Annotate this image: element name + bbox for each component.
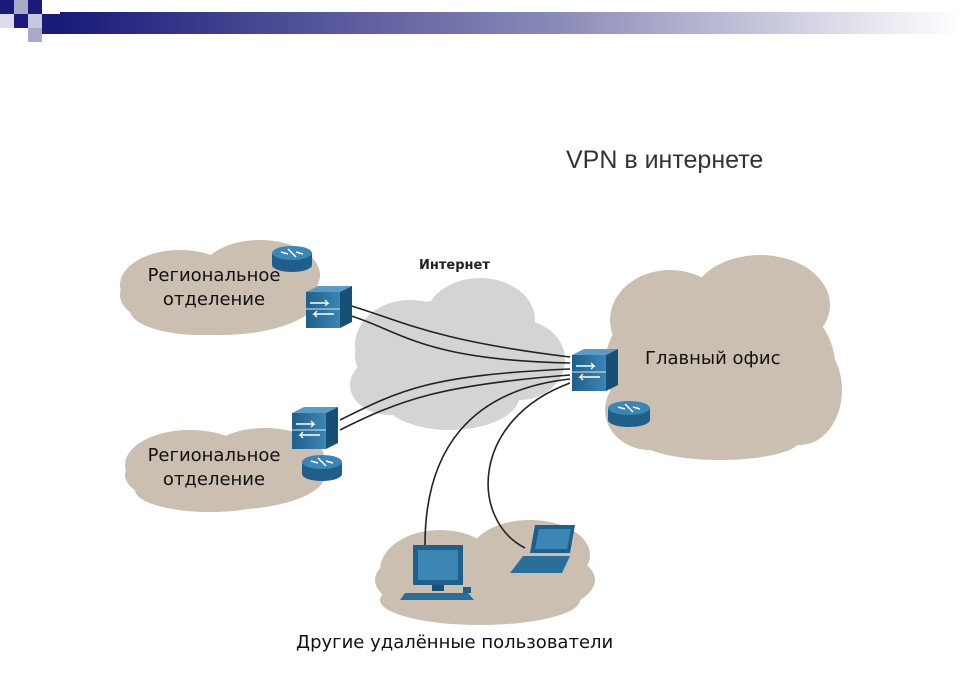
internet-label: Интернет: [419, 258, 490, 273]
laptop-icon: [510, 525, 575, 573]
header-banner: [0, 0, 960, 42]
branch-office-label-1-line-2: отделение: [162, 289, 266, 310]
vpn-tunnels: [339, 304, 571, 549]
router-icon-branch-1: [272, 246, 312, 272]
remote-users-label: Другие удалённые пользователи: [296, 632, 614, 653]
router-icon-main-office: [608, 401, 650, 427]
slide-title: VPN в интернете: [566, 146, 764, 174]
branch-office-label-2-line-1: Региональное: [147, 445, 281, 466]
firewall-icon-branch-1: [306, 286, 352, 328]
branch-office-label-2-line-2: отделение: [162, 469, 266, 490]
main-office-cloud: [605, 255, 842, 460]
firewall-icon-main-office: [572, 349, 618, 391]
internet-cloud: [350, 278, 565, 430]
desktop-computer-icon: [400, 545, 474, 600]
router-icon-branch-2: [302, 455, 342, 481]
firewall-icon-branch-2: [292, 407, 338, 449]
main-office-label: Главный офис: [645, 348, 781, 369]
branch-cloud-2: [125, 428, 325, 512]
branch-office-label-2: Региональное отделение: [114, 444, 314, 492]
branch-office-label-1-line-1: Региональное: [147, 265, 281, 286]
branch-office-label-1: Региональное отделение: [114, 264, 314, 312]
